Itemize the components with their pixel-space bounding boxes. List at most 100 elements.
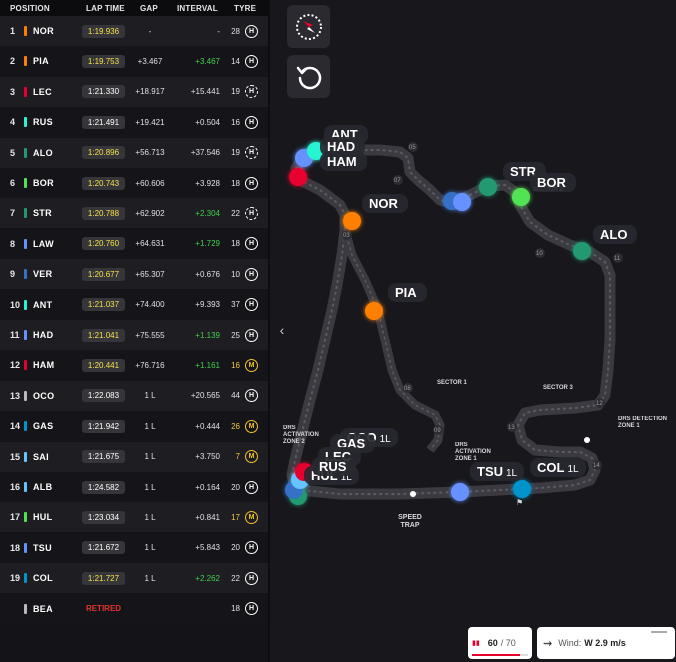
- row-position: 2: [10, 56, 16, 67]
- collapse-panel-button[interactable]: ‹: [279, 322, 285, 338]
- tyre-compound-icon: H: [245, 571, 258, 585]
- corner-number: 11: [614, 256, 621, 262]
- wind-indicator: ⇝ Wind: W 2.9 m/s: [537, 627, 675, 659]
- driver-dot-tsu[interactable]: [451, 483, 469, 501]
- driver-dot-pia[interactable]: [365, 302, 383, 320]
- lap-time: 1:21.491: [82, 115, 125, 129]
- gap-value: 1 L: [144, 512, 156, 522]
- lap-progress-fill: [472, 654, 521, 656]
- driver-code: NOR: [33, 26, 54, 36]
- lap-time: 1:20.788: [82, 206, 125, 220]
- driver-tag[interactable]: RUS: [312, 457, 357, 476]
- interval-value: +3.928: [195, 178, 220, 188]
- interval-value: +2.304: [195, 208, 220, 218]
- gap-value: 1 L: [144, 391, 156, 401]
- gap-value: +62.902: [135, 208, 165, 218]
- gap-value: 1 L: [144, 421, 156, 431]
- driver-tag[interactable]: ALO: [593, 225, 638, 244]
- track-inner-section: [340, 228, 445, 453]
- interval-value: +1.161: [195, 360, 220, 370]
- interval-value: -: [217, 26, 220, 36]
- driver-code: RUS: [33, 117, 53, 128]
- row-position: 4: [10, 117, 16, 128]
- gap-value: +19.421: [135, 117, 165, 127]
- team-color-bar: [24, 421, 27, 432]
- interval-value: +0.676: [195, 269, 220, 279]
- driver-tag[interactable]: BOR: [530, 173, 576, 192]
- driver-dot-ham[interactable]: [289, 168, 307, 186]
- driver-code: ALO: [33, 147, 53, 158]
- drs-detection-marker: [584, 437, 590, 443]
- tyre-compound-icon: H: [245, 85, 258, 99]
- interval-value: +5.843: [195, 543, 220, 553]
- driver-code: PIA: [33, 56, 49, 67]
- header-interval: INTERVAL: [177, 3, 218, 13]
- driver-tag-lap: 1L: [567, 464, 579, 475]
- lap-total: / 70: [500, 638, 516, 648]
- interval-value: +1.729: [195, 239, 220, 249]
- driver-tag-lap: 1L: [379, 434, 391, 445]
- driver-dot-alo[interactable]: [573, 242, 591, 260]
- lap-time: 1:21.727: [82, 571, 125, 585]
- interval-value: +1.139: [195, 330, 220, 340]
- interval-value: +9.393: [195, 300, 220, 310]
- driver-dot-str[interactable]: [479, 178, 497, 196]
- tyre-laps: 16: [231, 117, 240, 127]
- lap-time: 1:20.896: [82, 146, 125, 160]
- corner-markers: 05 07 03 10 11 08 12 13 09 14: [342, 142, 623, 470]
- lap-time: 1:21.037: [82, 298, 125, 312]
- driver-tag[interactable]: HAM: [320, 152, 367, 171]
- lap-time: 1:20.677: [82, 267, 125, 281]
- driver-dot-bor[interactable]: [512, 188, 530, 206]
- reset-view-button[interactable]: [287, 55, 330, 98]
- driver-tag[interactable]: PIA: [388, 283, 427, 302]
- interval-value: +37.546: [190, 148, 220, 158]
- driver-dot-nor[interactable]: [343, 212, 361, 230]
- tyre-laps: 22: [231, 208, 240, 218]
- driver-code: LEC: [33, 86, 52, 97]
- tyre-laps: 10: [231, 269, 240, 279]
- driver-dot-law[interactable]: [453, 193, 471, 211]
- driver-code: VER: [33, 269, 53, 280]
- driver-tag[interactable]: NOR: [362, 194, 408, 213]
- tyre-compound-icon: H: [245, 24, 258, 38]
- row-position: 9: [10, 269, 16, 280]
- corner-number: 10: [536, 251, 543, 257]
- team-color-bar: [24, 178, 27, 188]
- corner-number: 05: [409, 145, 416, 151]
- tyre-compound-icon: H: [245, 480, 258, 494]
- team-color-bar: [24, 573, 27, 584]
- team-color-bar: [24, 86, 27, 97]
- driver-code: HAM: [33, 360, 55, 371]
- driver-dot-col[interactable]: [513, 480, 531, 498]
- driver-code: HAD: [33, 330, 54, 340]
- driver-tag[interactable]: HAD: [320, 137, 366, 156]
- lap-time: 1:21.672: [82, 541, 125, 555]
- compass-button[interactable]: [287, 5, 330, 48]
- row-position: 11: [10, 330, 20, 340]
- row-position: 15: [10, 451, 21, 462]
